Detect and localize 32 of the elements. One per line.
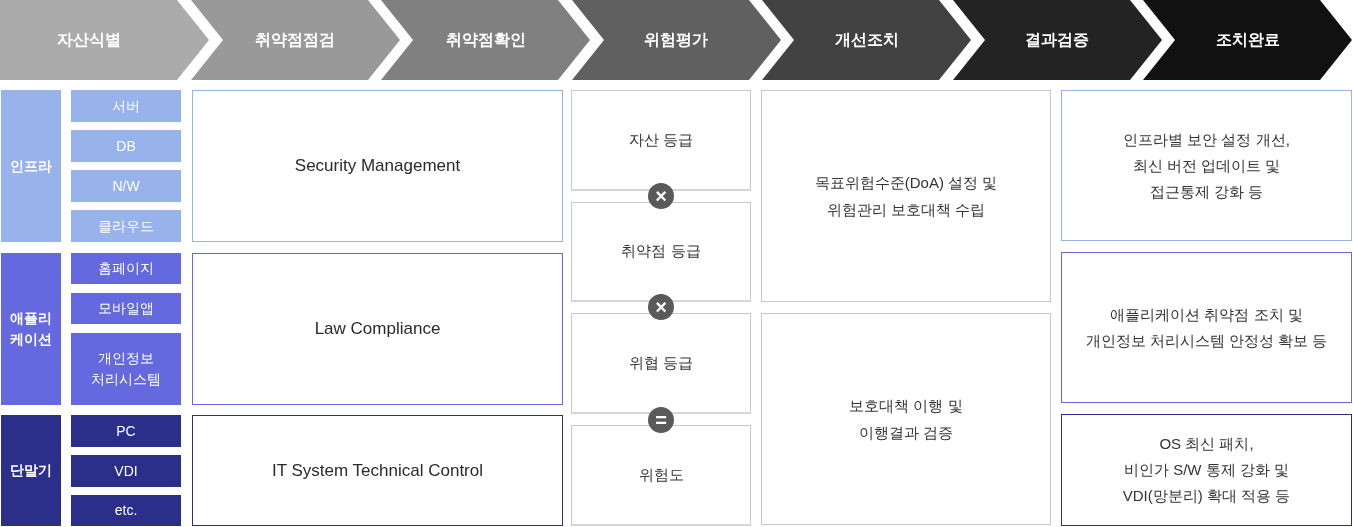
result-box: OS 최신 패치, 비인가 S/W 통제 강화 및 VDI(망분리) 확대 적용 등 [1061,414,1352,526]
result-box: 인프라별 보안 설정 개선, 최신 버전 업데이트 및 접근통제 강화 등 [1061,90,1352,241]
measure-box: 보호대책 이행 및 이행결과 검증 [761,313,1051,525]
asset-box: PC [71,415,181,447]
grade-box: 위험도 [571,425,751,526]
result-box: 애플리케이션 취약점 조치 및 개인정보 처리시스템 안정성 확보 등 [1061,252,1352,403]
domain-box: Law Compliance [192,253,563,405]
category-box: 애플리케이션 [1,253,61,405]
measure-box: 목표위험수준(DoA) 설정 및 위험관리 보호대책 수립 [761,90,1051,302]
domain-box: IT System Technical Control [192,415,563,526]
grade-box: 자산 등급 [571,90,751,191]
process-step: 취약점점검 [190,0,400,80]
process-step: 개선조치 [762,0,971,80]
asset-box: etc. [71,495,181,526]
process-step: 조치완료 [1143,0,1352,80]
asset-box: VDI [71,455,181,487]
grade-box: 취약점 등급 [571,202,751,302]
asset-box: 클라우드 [71,210,181,242]
process-step: 결과검증 [952,0,1162,80]
process-step: 취약점확인 [381,0,590,80]
process-step: 위험평가 [571,0,781,80]
asset-box: 서버 [71,90,181,122]
grade-box: 위협 등급 [571,313,751,414]
asset-box: 개인정보 처리시스템 [71,333,181,405]
category-box: 단말기 [1,415,61,526]
asset-box: N/W [71,170,181,202]
process-step: 자산식별 [0,0,209,80]
domain-box: Security Management [192,90,563,242]
asset-box: 홈페이지 [71,253,181,284]
category-box: 인프라 [1,90,61,242]
asset-box: DB [71,130,181,162]
asset-box: 모바일앱 [71,293,181,324]
